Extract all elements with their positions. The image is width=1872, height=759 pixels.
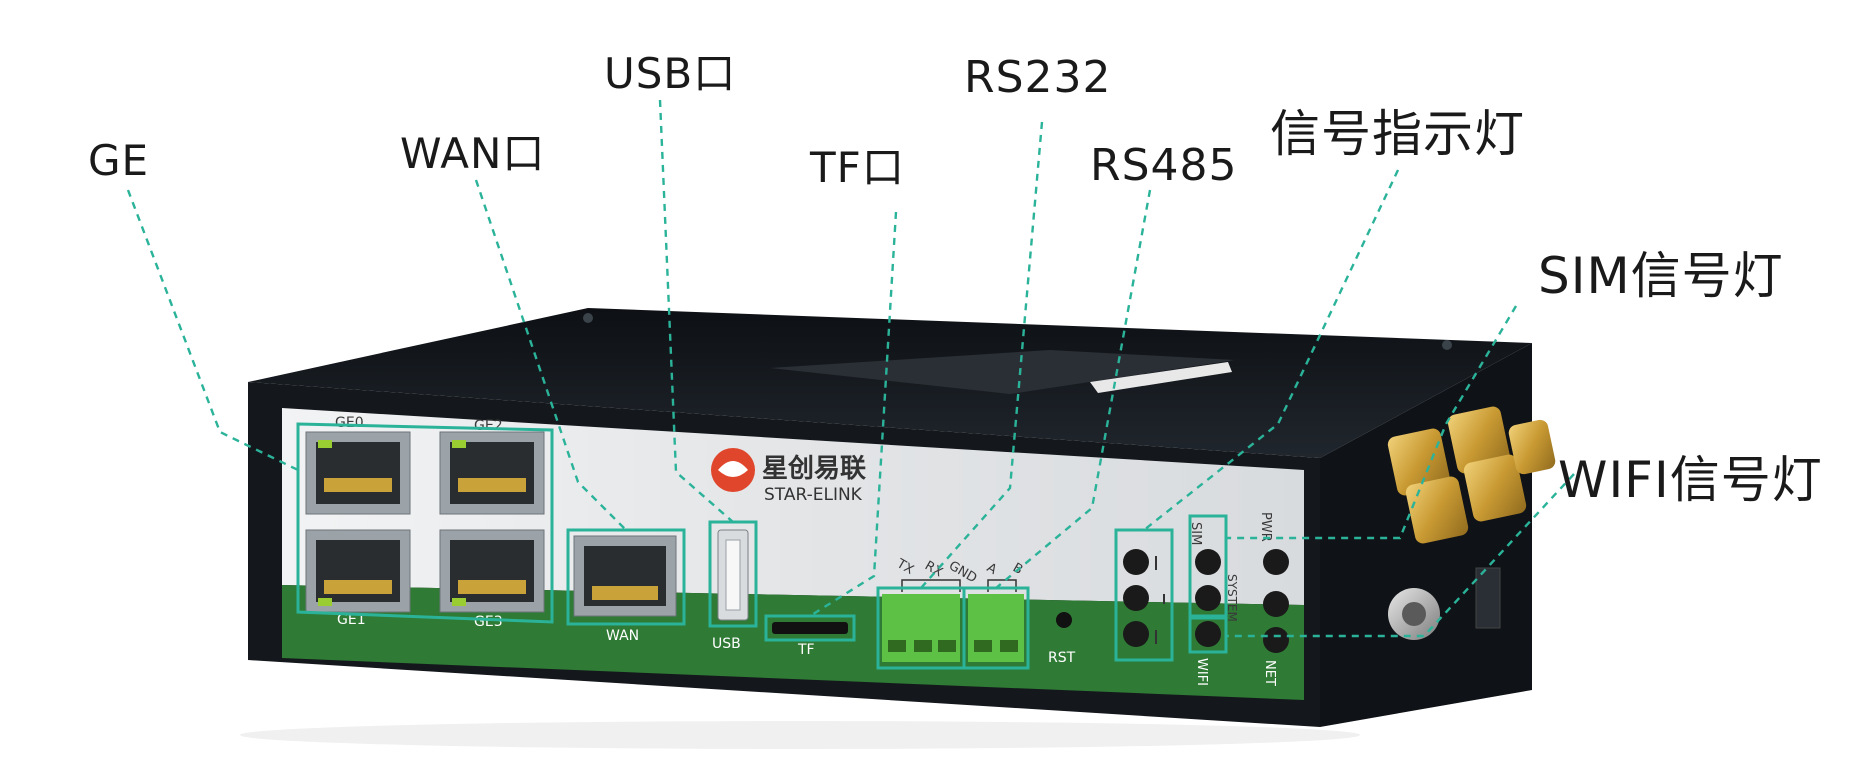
brand-logo	[711, 448, 755, 492]
leader-wan	[474, 179, 627, 531]
ge-port-block	[305, 431, 545, 613]
leader-rs232	[920, 121, 1044, 589]
label-wifi: WIFI	[1194, 658, 1209, 686]
side-connector	[1388, 567, 1501, 640]
green-strip	[282, 585, 1304, 700]
label-ge1: GE1	[337, 612, 366, 628]
label-usb: USB	[712, 636, 741, 652]
sim-wifi-leds	[1195, 549, 1221, 647]
callout-wifi: WIFI信号灯	[1558, 451, 1823, 509]
antenna-connectors	[1387, 406, 1556, 544]
screw	[583, 313, 593, 323]
callout-wan: WAN口	[400, 129, 546, 178]
screw	[1442, 340, 1452, 350]
leader-ge	[126, 189, 299, 472]
leader-rs485	[995, 189, 1152, 589]
sim-highlight	[1188, 514, 1228, 618]
status-leds	[1263, 549, 1289, 653]
callout-rs232: RS232	[964, 52, 1112, 103]
label-ge2: GE2	[474, 418, 503, 434]
top-sticker-barcode	[1090, 362, 1232, 393]
serial-brackets	[901, 579, 1017, 592]
tf-highlight	[764, 614, 856, 642]
rs485-terminal	[968, 594, 1024, 662]
leader-usb	[658, 99, 734, 523]
callout-sim: SIM信号灯	[1538, 247, 1784, 305]
callout-signal: 信号指示灯	[1270, 105, 1525, 163]
label-pwr: PWR	[1258, 512, 1273, 542]
ge-highlight	[296, 422, 554, 624]
wan-port	[573, 535, 677, 617]
device-top	[248, 308, 1532, 458]
leader-tf	[809, 211, 898, 618]
callout-rs485: RS485	[1090, 140, 1238, 191]
reset-button	[1056, 612, 1072, 628]
label-ge0: GE0	[335, 415, 364, 431]
callout-tf: TF口	[810, 143, 905, 192]
callout-ge: GE	[88, 136, 150, 185]
label-ge3: GE3	[474, 614, 503, 630]
leader-signal	[1143, 169, 1400, 531]
label-tf: TF	[797, 642, 815, 658]
label-wan: WAN	[606, 628, 639, 644]
signal-highlight	[1114, 528, 1174, 662]
label-rst: RST	[1048, 650, 1076, 666]
usb-port	[717, 529, 749, 621]
callout-usb: USB口	[604, 49, 737, 98]
label-system: SYSTEM	[1225, 574, 1239, 622]
floor-shadow	[240, 721, 1360, 749]
brand-name-en: STAR-ELINK	[764, 485, 863, 505]
label-net: NET	[1262, 660, 1277, 686]
leader-wifi	[1226, 473, 1575, 638]
brand-name-cn: 星创易联	[762, 454, 866, 484]
wan-highlight	[566, 528, 686, 626]
rs232-terminal	[882, 594, 960, 662]
signal-leds	[1123, 549, 1165, 647]
leader-sim	[1226, 305, 1518, 540]
label-sim: SIM	[1188, 522, 1203, 545]
tf-slot	[772, 622, 848, 634]
